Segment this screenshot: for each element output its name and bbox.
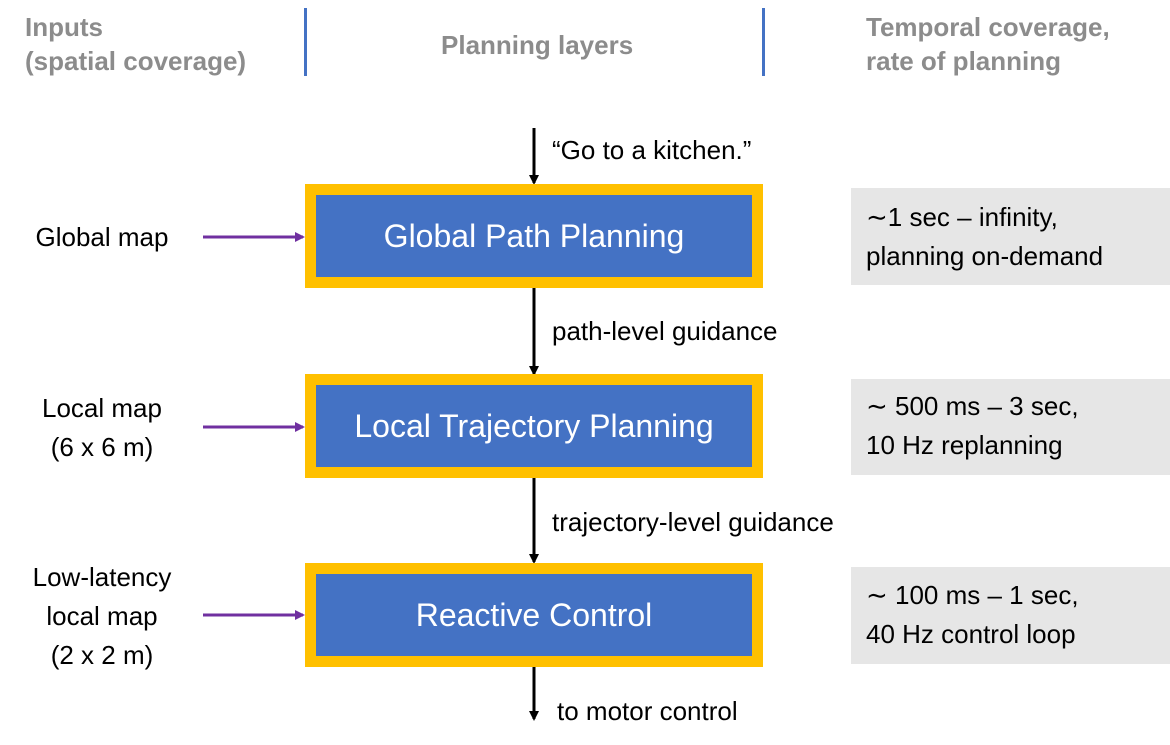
header-temporal: Temporal coverage, rate of planning	[866, 10, 1110, 78]
header-inputs-line1: Inputs	[25, 12, 103, 42]
input-low-latency-map: Low-latency local map (2 x 2 m)	[2, 558, 202, 675]
header-planning-layers: Planning layers	[441, 30, 634, 60]
input-local-map: Local map (6 x 6 m)	[2, 389, 202, 467]
input-line: local map	[46, 601, 158, 631]
header-inputs-line2: (spatial coverage)	[25, 46, 247, 76]
bottom-output-label: to motor control	[557, 696, 738, 726]
reactive-control-box: Reactive Control	[305, 563, 763, 667]
input-line: Local map	[42, 393, 162, 423]
input-line: Low-latency	[32, 562, 172, 592]
timing-line: 10 Hz replanning	[866, 430, 1063, 460]
header-divider-left	[304, 8, 307, 76]
local-trajectory-planning-box: Local Trajectory Planning	[305, 374, 763, 478]
header-inputs: Inputs (spatial coverage)	[25, 10, 246, 78]
input-global-map: Global map	[2, 218, 202, 257]
input-line: (2 x 2 m)	[50, 640, 154, 670]
timing-local: ∼ 500 ms – 3 sec, 10 Hz replanning	[851, 379, 1170, 475]
timing-line: 40 Hz control loop	[866, 619, 1076, 649]
timing-reactive: ∼ 100 ms – 1 sec, 40 Hz control loop	[851, 567, 1170, 664]
box-label: Local Trajectory Planning	[316, 385, 752, 467]
timing-global: ∼1 sec – infinity, planning on-demand	[851, 188, 1170, 285]
timing-line: ∼ 100 ms – 1 sec,	[866, 580, 1079, 610]
input-line: Global map	[35, 222, 169, 252]
header-temporal-line1: Temporal coverage,	[866, 12, 1110, 42]
timing-line: ∼1 sec – infinity,	[866, 202, 1058, 232]
box-label: Global Path Planning	[316, 195, 752, 277]
global-path-planning-box: Global Path Planning	[305, 184, 763, 288]
timing-line: planning on-demand	[866, 241, 1104, 271]
guidance-trajectory-level: trajectory-level guidance	[552, 507, 834, 537]
top-command-label: “Go to a kitchen.”	[552, 135, 752, 165]
guidance-path-level: path-level guidance	[552, 316, 778, 346]
input-line: (6 x 6 m)	[50, 432, 154, 462]
timing-line: ∼ 500 ms – 3 sec,	[866, 391, 1079, 421]
box-label: Reactive Control	[316, 574, 752, 656]
header-divider-right	[762, 8, 765, 76]
header-temporal-line2: rate of planning	[866, 46, 1061, 76]
